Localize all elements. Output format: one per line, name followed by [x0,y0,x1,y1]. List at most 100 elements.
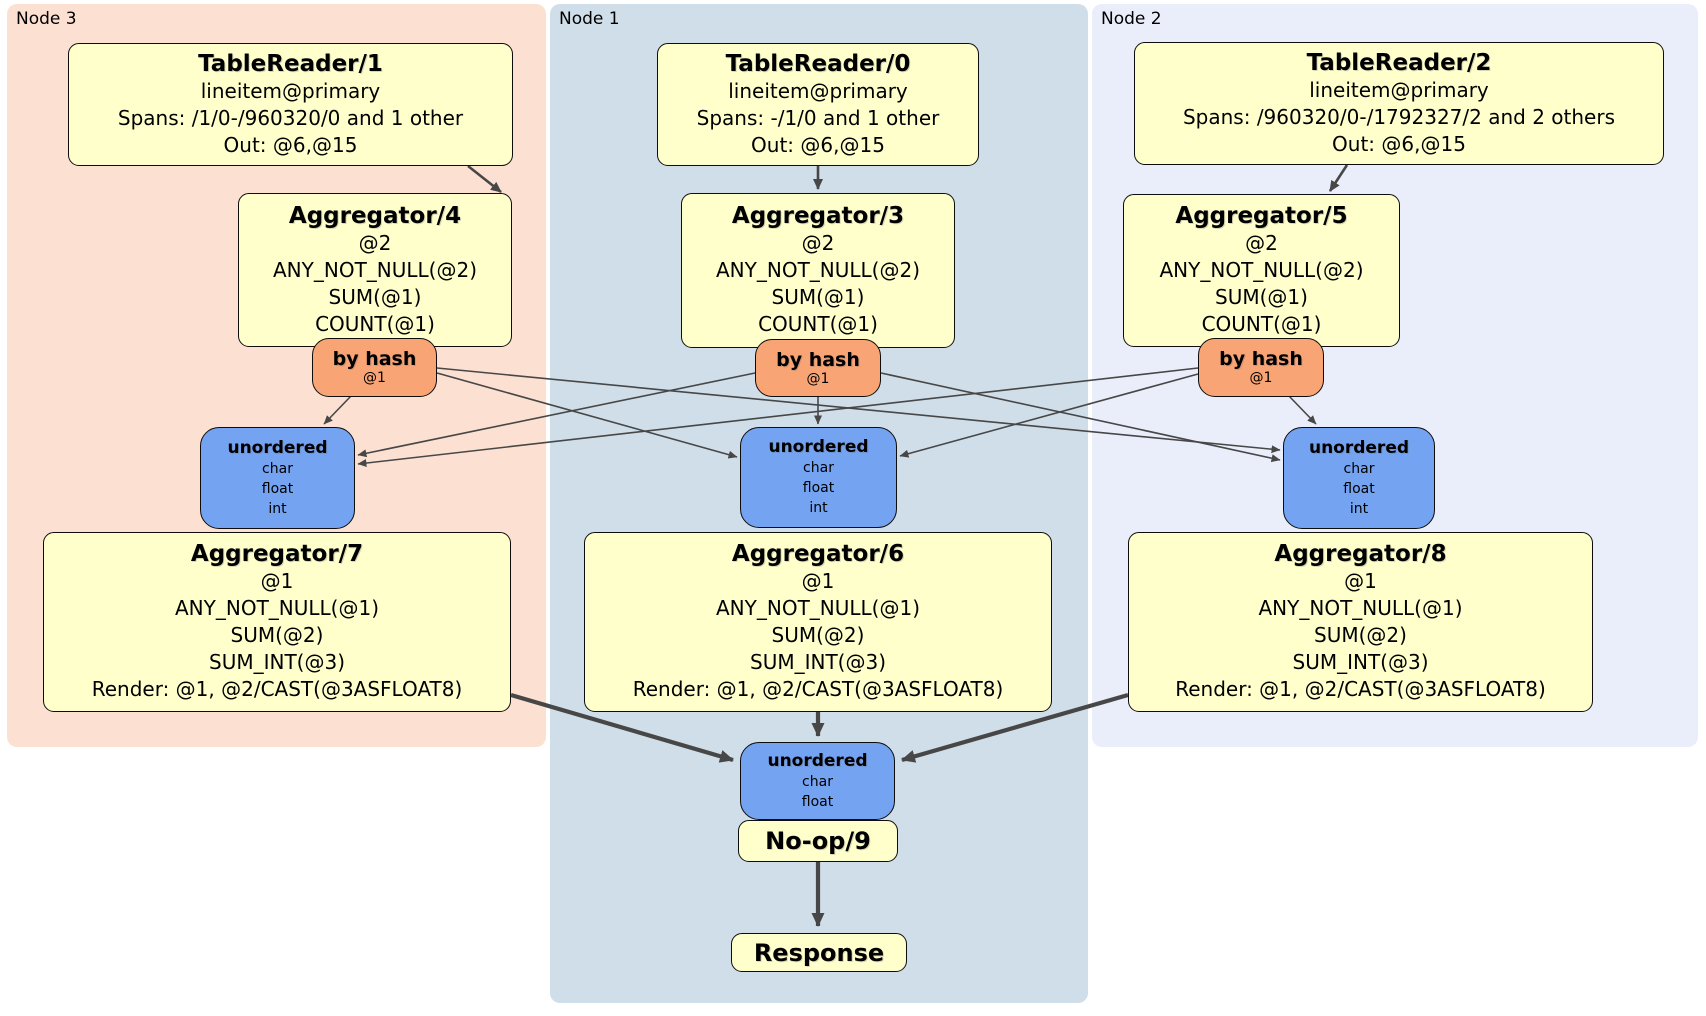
box-line: SUM_INT(@3) [209,650,345,674]
box-line: float [801,793,834,810]
response-box: Response [731,933,907,972]
box-line: char [262,460,293,477]
box-line: ANY_NOT_NULL(@2) [716,258,920,282]
box-line: Render: @1, @2/CAST(@3ASFLOAT8) [91,677,463,701]
edge-router5-sync6 [899,373,1199,458]
box-line: @2 [1245,231,1278,255]
tablereader-1-box: TableReader/1 lineitem@primary Spans: /1… [68,43,513,166]
hash-router-4: by hash @1 [312,338,437,397]
box-line: SUM(@1) [771,285,865,309]
edge-router5-sync7 [357,367,1199,468]
box-title: Aggregator/8 [1274,541,1447,567]
box-title: Response [753,938,885,967]
aggregator-5-box: Aggregator/5 @2 ANY_NOT_NULL(@2) SUM(@1)… [1123,194,1400,347]
tablereader-2-box: TableReader/2 lineitem@primary Spans: /9… [1134,42,1664,165]
box-line: SUM(@1) [1215,285,1308,309]
box-line: ANY_NOT_NULL(@1) [716,596,920,620]
edge-router5-sync8 [1288,395,1317,425]
box-line: SUM(@2) [1314,623,1407,647]
box-line: Out: @6,@15 [751,132,885,157]
aggregator-3-box: Aggregator/3 @2 ANY_NOT_NULL(@2) SUM(@1)… [681,193,955,348]
unordered-sync-6: unordered char float int [740,427,897,528]
edge-router4-sync7 [323,395,352,425]
edge-router4-sync8 [436,367,1281,454]
box-line: Out: @6,@15 [223,132,358,157]
box-line: Spans: -/1/0 and 1 other [696,105,940,130]
box-title: unordered [227,437,328,458]
box-title: by hash [1219,348,1303,370]
box-line: Render: @1, @2/CAST(@3ASFLOAT8) [632,677,1004,701]
unordered-sync-7: unordered char float int [200,427,355,529]
box-line: @1 [260,569,294,593]
box-line: ANY_NOT_NULL(@1) [1258,596,1463,620]
box-line: ANY_NOT_NULL(@1) [175,596,379,620]
aggregator-7-box: Aggregator/7 @1 ANY_NOT_NULL(@1) SUM(@2)… [43,532,511,712]
region-node1-label: Node 1 [559,9,620,29]
box-title: Aggregator/5 [1175,203,1348,229]
box-line: COUNT(@1) [1201,312,1322,336]
box-line: @1 [1344,569,1377,593]
box-line: @2 [358,230,392,255]
box-title: TableReader/2 [1306,49,1492,76]
box-line: COUNT(@1) [315,311,435,336]
box-line: char [803,460,834,476]
box-line: SUM(@2) [771,623,865,647]
box-title: by hash [776,348,860,371]
box-title: by hash [332,348,417,370]
box-line: @2 [801,231,835,255]
box-line: @1 [801,569,835,593]
box-line: char [802,773,833,790]
box-title: unordered [768,437,869,457]
box-title: Aggregator/4 [288,202,462,229]
tablereader-0-box: TableReader/0 lineitem@primary Spans: -/… [657,43,979,166]
box-line: Out: @6,@15 [1332,131,1466,156]
box-line: lineitem@primary [1309,77,1489,102]
box-line: Render: @1, @2/CAST(@3ASFLOAT8) [1175,677,1546,701]
box-line: @1 [1249,370,1273,386]
aggregator-8-box: Aggregator/8 @1 ANY_NOT_NULL(@1) SUM(@2)… [1128,532,1593,712]
box-line: lineitem@primary [200,78,381,103]
box-line: SUM(@1) [328,284,422,309]
box-line: int [268,500,287,517]
box-line: float [261,480,294,497]
edge-router4-sync6 [436,372,738,459]
box-line: int [809,500,828,516]
box-title: No-op/9 [765,827,871,855]
box-line: @1 [806,370,830,387]
box-line: lineitem@primary [728,78,908,103]
box-line: int [1349,500,1369,517]
aggregator-4-box: Aggregator/4 @2 ANY_NOT_NULL(@2) SUM(@1)… [238,193,512,347]
aggregator-6-box: Aggregator/6 @1 ANY_NOT_NULL(@1) SUM(@2)… [584,532,1052,712]
box-line: SUM_INT(@3) [1292,650,1429,674]
hash-router-3: by hash @1 [755,339,881,397]
box-line: char [1343,460,1375,477]
box-title: Aggregator/6 [731,541,905,567]
box-title: TableReader/1 [198,50,383,77]
edge-tablereader1-aggregator4 [467,164,502,194]
box-line: float [1343,480,1375,497]
box-title: Aggregator/3 [731,203,905,229]
region-node3-label: Node 3 [16,9,77,29]
final-unordered-sync: unordered char float [740,742,895,820]
box-line: Spans: /960320/0-/1792327/2 and 2 others [1182,104,1615,129]
unordered-sync-8: unordered char float int [1283,427,1435,529]
box-line: SUM(@2) [230,623,324,647]
box-line: COUNT(@1) [758,312,878,336]
box-line: ANY_NOT_NULL(@2) [273,257,477,282]
box-line: float [802,480,835,496]
edge-tablereader2-aggregator5 [1328,164,1349,192]
box-title: unordered [1308,437,1410,458]
hash-router-5: by hash @1 [1198,338,1324,397]
edge-aggregator8-final-sync [901,692,1129,763]
box-line: Spans: /1/0-/960320/0 and 1 other [117,105,464,130]
edge-router3-sync8 [880,372,1281,463]
box-line: @1 [363,370,386,386]
noop-9-box: No-op/9 [738,820,898,862]
box-title: Aggregator/7 [190,541,364,567]
edge-router3-sync7 [357,372,756,458]
edge-aggregator7-final-sync [510,692,734,763]
box-line: SUM_INT(@3) [750,650,886,674]
box-title: TableReader/0 [725,50,911,77]
